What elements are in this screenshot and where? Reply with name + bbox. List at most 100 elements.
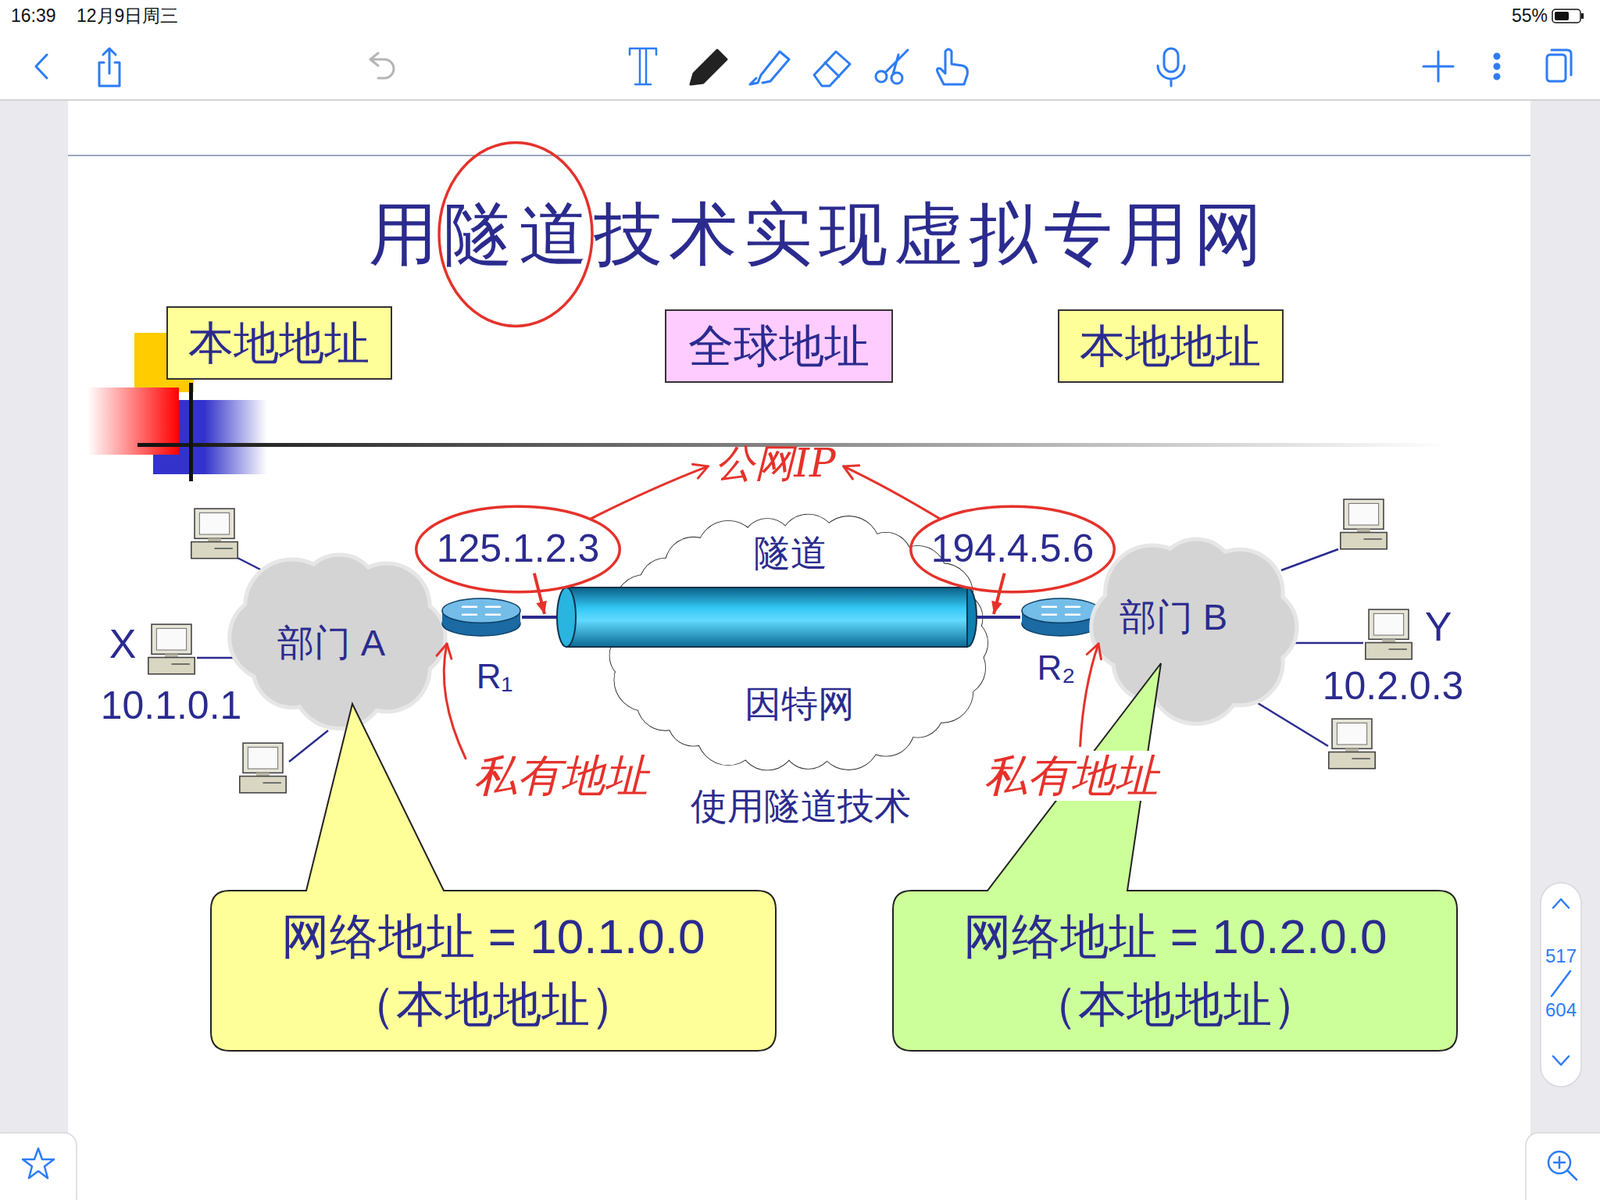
toolbar-border: [0, 99, 1600, 101]
favorite-button: [0, 1132, 77, 1200]
box-label: 本地地址: [1079, 320, 1261, 373]
cloud-label: 部门 B: [1119, 596, 1228, 639]
host-wire: [289, 730, 329, 762]
router-node: R₁: [440, 596, 522, 638]
host-address: 10.2.0.3: [1322, 664, 1465, 710]
router-shape: [440, 596, 522, 638]
callout-box: 网络地址 = 10.1.0.0 （本地地址）: [210, 890, 776, 1051]
hand-icon: [937, 49, 968, 85]
handwritten-arrow-line: [1080, 643, 1099, 747]
handwritten-arrow: [436, 643, 466, 759]
back-icon: [35, 54, 47, 79]
handwritten-arrow: [591, 464, 709, 518]
box-label: 本地地址: [188, 317, 370, 370]
side-margin: [0, 100, 68, 1200]
callout-shape: [210, 703, 776, 1051]
computer-icon: [1365, 609, 1412, 660]
computer-icon: [1340, 499, 1387, 550]
undo-icon: [370, 53, 394, 79]
callout-shape: [892, 663, 1458, 1051]
cloud-label: 因特网: [744, 682, 855, 725]
highlighter-icon: [750, 51, 790, 85]
red-pointer: [991, 573, 1004, 615]
address-box: 全球地址: [664, 309, 893, 383]
slide-title: 用隧道技术实现虚拟专用网: [368, 194, 1269, 274]
cloud-label: 部门 A: [277, 621, 386, 665]
router-arrows: [1042, 607, 1080, 615]
page-number: 604: [1545, 999, 1577, 1022]
status-date: 12月9日周三: [76, 5, 179, 26]
callout-text: （本地地址）: [347, 976, 639, 1033]
handwritten-arrow-head: [843, 465, 860, 479]
handwritten-arrow-head: [692, 464, 708, 479]
handwritten-note: 私有地址: [473, 750, 649, 801]
battery-percent: 55%: [1511, 5, 1548, 26]
mic-icon: [1157, 65, 1185, 86]
handwritten-arrow-line: [443, 643, 466, 759]
callout-text: 网络地址 = 10.1.0.0: [281, 908, 706, 965]
page-slash: [1551, 971, 1571, 997]
router-shape: [1020, 596, 1102, 638]
host-wire: [1289, 642, 1364, 645]
router-label: R₁: [476, 657, 514, 697]
tunnel-tube: [566, 587, 968, 647]
router-node: R₂: [1020, 596, 1102, 638]
eraser-icon: [814, 51, 850, 86]
tunnel-mouth: [557, 587, 576, 647]
router-label: R₂: [1037, 648, 1076, 689]
handwritten-arrow: [843, 465, 940, 519]
callout-box: 网络地址 = 10.2.0.0 （本地地址）: [892, 890, 1458, 1051]
battery-tip: [1581, 13, 1584, 19]
handwritten-arrow-line: [843, 466, 940, 519]
host-wire: [196, 657, 235, 660]
more-icon: [1494, 74, 1500, 79]
add-icon: [1423, 51, 1454, 82]
host-wire: [1257, 703, 1329, 747]
callout-text: 网络地址 = 10.2.0.0: [963, 908, 1388, 965]
computer-icon: [1328, 718, 1375, 769]
router-address: 125.1.2.3: [436, 526, 600, 572]
lan-cloud: 部门 A: [219, 540, 460, 735]
computer-icon: [191, 508, 238, 559]
cloud-bump: [931, 592, 983, 644]
computer-icon: [239, 742, 286, 793]
red-pointer-head: [535, 600, 547, 615]
handwritten-arrow-line: [591, 466, 709, 519]
box-label: 全球地址: [688, 320, 870, 373]
address-box: 本地地址: [1057, 309, 1284, 383]
scissors-icon: [885, 50, 908, 75]
side-margin: [1530, 100, 1600, 1200]
router-top: [1021, 598, 1100, 623]
page-number: 517: [1545, 945, 1577, 968]
pages-icon: [1551, 50, 1572, 75]
router-top: [442, 598, 521, 623]
battery-level: [1554, 11, 1569, 21]
zoom-icon: [1553, 1157, 1577, 1180]
cloud-bump: [910, 563, 973, 626]
page-counter-pill: [1540, 882, 1582, 1087]
label-layer: 16:3912月9日周三55%X10.1.0.1125.1.2.3公网IP194…: [0, 0, 221, 566]
lan-cloud: 部门 B: [1081, 525, 1311, 730]
handwritten-note: 私有地址: [980, 750, 1162, 801]
share-icon: [99, 48, 120, 86]
host-wire: [1281, 549, 1339, 571]
more-icon: [1494, 53, 1500, 59]
red-pointer: [534, 573, 547, 615]
handwritten-note: 公网IP: [715, 441, 836, 487]
pages-icon: [1546, 54, 1566, 82]
handwritten-circle: [416, 506, 621, 593]
battery-icon: [1552, 9, 1581, 23]
star-icon: [22, 1148, 54, 1179]
cloud-bump: [910, 563, 973, 626]
router-arrows: [462, 607, 500, 615]
callout-text: （本地地址）: [1029, 976, 1321, 1033]
host-name: X: [109, 621, 137, 668]
page-up-chevron: [1553, 899, 1569, 908]
red-pointer-head: [991, 600, 1003, 615]
cloud-label: 隧道: [753, 532, 828, 575]
slide-rule: [67, 154, 1531, 157]
zoom-button: [1525, 1132, 1600, 1200]
